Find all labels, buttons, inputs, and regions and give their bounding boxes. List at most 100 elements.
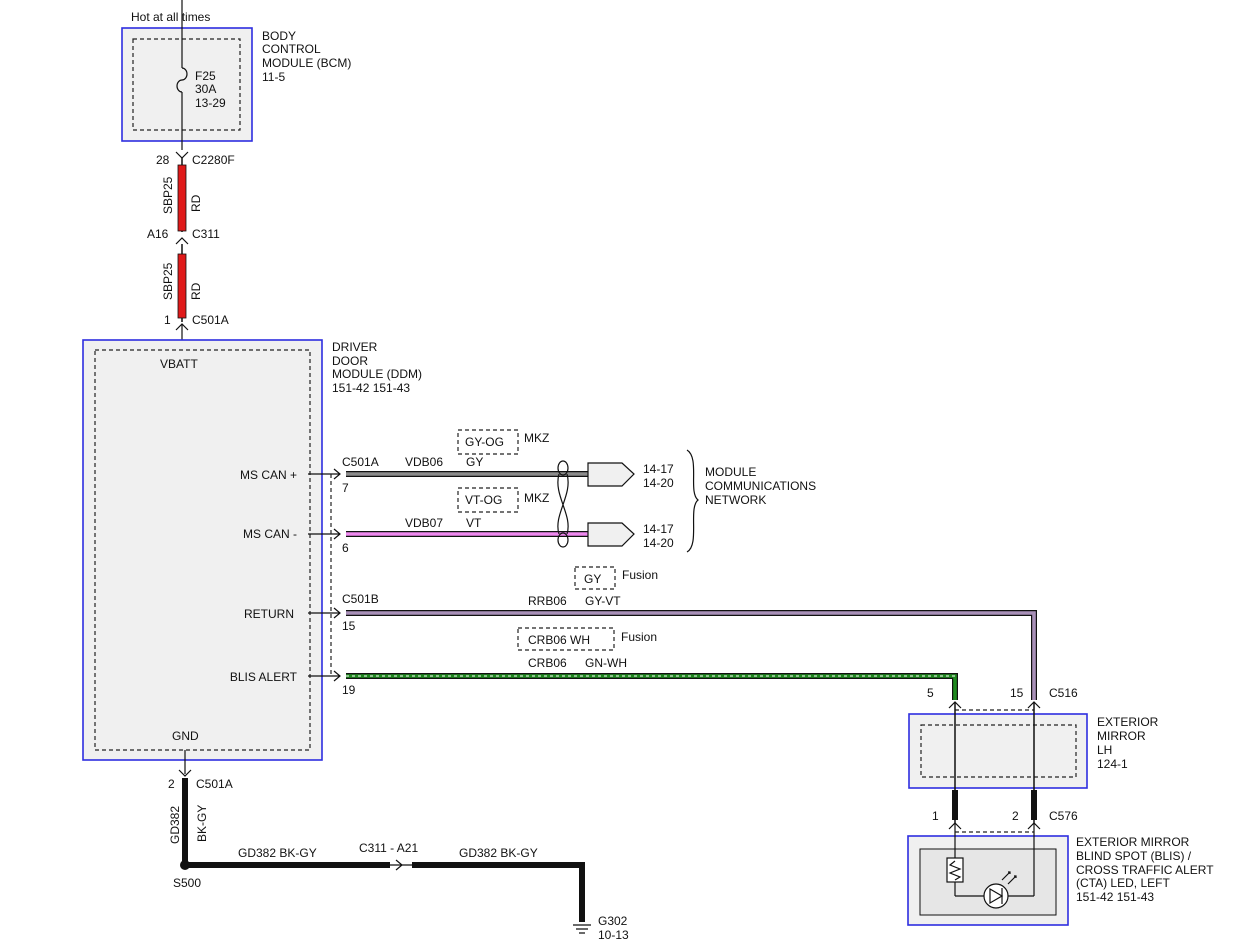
bcm-name-line-1: BODY bbox=[262, 29, 296, 43]
blis-led-resistor-zigzag bbox=[948, 860, 962, 881]
network-name-line-1: MODULE bbox=[705, 465, 756, 479]
return-connector-symbol bbox=[333, 607, 341, 619]
c311-connector-symbol bbox=[175, 237, 189, 245]
ddm-pin-return: RETURN bbox=[244, 607, 294, 621]
ddm-module-box bbox=[82, 339, 323, 761]
c576-name: C576 bbox=[1049, 809, 1078, 823]
blis-led-name-line-5: 151-42 151-43 bbox=[1076, 890, 1154, 904]
gd382-vertical-circuit: GD382 bbox=[168, 806, 182, 844]
sbp25-upper-color: RD bbox=[189, 194, 203, 212]
blis-alert-connector-symbol bbox=[333, 670, 341, 682]
c576-pin-2: 2 bbox=[1012, 809, 1019, 823]
ms-can-minus-network-arrow bbox=[587, 522, 635, 547]
g302-ref: 10-13 bbox=[598, 928, 629, 942]
bcm-name-line-2: CONTROL bbox=[262, 42, 321, 56]
c501a-top-pin: 1 bbox=[164, 313, 171, 327]
return-color: GY-VT bbox=[585, 594, 621, 608]
c2280f-connector-symbol bbox=[175, 151, 189, 159]
sbp25-lower-color: RD bbox=[189, 282, 203, 300]
blis-alert-color: GN-WH bbox=[585, 656, 627, 670]
network-brace bbox=[686, 449, 699, 553]
network-ref-plus-1: 14-17 bbox=[643, 462, 674, 476]
c311-a21-name: C311 - A21 bbox=[359, 841, 418, 855]
fuse-f25-rating: 30A bbox=[195, 82, 216, 96]
hot-at-all-times-label: Hot at all times bbox=[131, 10, 210, 24]
bcm-module-box bbox=[121, 27, 253, 142]
return-alt-model: Fusion bbox=[622, 568, 658, 582]
s500-name: S500 bbox=[173, 876, 201, 890]
ms-can-minus-connector-symbol bbox=[333, 528, 341, 540]
return-circuit: RRB06 bbox=[528, 594, 567, 608]
ddm-pin-ms-can-minus: MS CAN - bbox=[243, 527, 297, 541]
network-ref-minus-1: 14-17 bbox=[643, 522, 674, 536]
c501a-gnd-pin: 2 bbox=[168, 777, 175, 791]
gd382-horizontal-a-label: GD382 BK-GY bbox=[238, 846, 317, 860]
bcm-dashed-outline bbox=[132, 38, 241, 131]
blis-alert-pin: 19 bbox=[342, 683, 356, 697]
ms-can-minus-circuit: VDB07 bbox=[405, 516, 443, 530]
c516-pin-5: 5 bbox=[927, 686, 934, 700]
mirror-name-line-4: 124-1 bbox=[1097, 757, 1128, 771]
ms-can-minus-color: VT bbox=[466, 516, 482, 530]
mirror-pin15-wire-segment bbox=[1031, 790, 1037, 820]
ddm-pin-vbatt: VBATT bbox=[160, 357, 198, 371]
exterior-mirror-box bbox=[908, 713, 1088, 789]
ddm-pin-ms-can-plus: MS CAN + bbox=[240, 468, 297, 482]
network-ref-minus-2: 14-20 bbox=[643, 536, 674, 550]
c516-name: C516 bbox=[1049, 686, 1078, 700]
c516-pin-15: 15 bbox=[1010, 686, 1024, 700]
ddm-name-line-3: MODULE (DDM) bbox=[332, 367, 422, 381]
fuse-f25-symbol bbox=[176, 67, 188, 93]
c576-pin1-connector-symbol bbox=[948, 822, 962, 830]
ms-can-plus-alt-color: GY-OG bbox=[465, 435, 504, 449]
network-ref-plus-2: 14-20 bbox=[643, 476, 674, 490]
ms-can-plus-circuit: VDB06 bbox=[405, 455, 443, 469]
c501a-gnd-name: C501A bbox=[196, 777, 233, 791]
ms-can-plus-alt-model: MKZ bbox=[524, 431, 549, 445]
return-wire bbox=[346, 611, 1036, 700]
led-emission-arrows-icon bbox=[1001, 871, 1017, 885]
fuse-f25-ref: 13-29 bbox=[195, 96, 226, 110]
blis-led-name-line-3: CROSS TRAFFIC ALERT bbox=[1076, 863, 1214, 877]
c501a-gnd-connector-symbol bbox=[178, 769, 192, 777]
blis-led-name-line-2: BLIND SPOT (BLIS) / bbox=[1076, 849, 1192, 863]
c501a-ms-name: C501A bbox=[342, 455, 379, 469]
mirror-name-line-1: EXTERIOR bbox=[1097, 715, 1159, 729]
sbp25-upper-wire bbox=[177, 164, 187, 232]
twisted-pair-bottom-loop bbox=[557, 532, 569, 548]
ms-can-plus-alt-box bbox=[457, 429, 519, 455]
ms-can-plus-network-arrow bbox=[587, 462, 635, 487]
blis-alert-alt-label: CRB06 WH bbox=[528, 633, 590, 647]
mirror-pin5-wire-segment bbox=[952, 790, 958, 820]
c311-name: C311 bbox=[192, 227, 220, 241]
gd382-horizontal-b-label: GD382 BK-GY bbox=[459, 846, 538, 860]
ms-can-minus-alt-color: VT-OG bbox=[465, 493, 502, 507]
c2280f-name: C2280F bbox=[192, 153, 235, 167]
blis-alert-alt-box bbox=[517, 627, 615, 651]
blis-alert-wire bbox=[346, 674, 957, 700]
mirror-name-line-3: LH bbox=[1097, 743, 1112, 757]
ms-can-plus-connector-symbol bbox=[333, 468, 341, 480]
sbp25-lower-wire bbox=[177, 253, 187, 319]
c501b-name: C501B bbox=[342, 592, 379, 606]
network-name-line-2: COMMUNICATIONS bbox=[705, 479, 816, 493]
gd382-horizontal-wire-b bbox=[412, 862, 585, 922]
fuse-f25-label: F25 bbox=[195, 69, 216, 83]
gd382-vertical-color: BK-GY bbox=[195, 805, 209, 842]
ddm-pin-gnd: GND bbox=[172, 729, 199, 743]
g302-ground-icon bbox=[573, 924, 591, 934]
c576-pin-1: 1 bbox=[932, 809, 939, 823]
return-alt-color: GY bbox=[584, 572, 601, 586]
c311-pin: A16 bbox=[147, 227, 169, 241]
ms-can-plus-color: GY bbox=[466, 455, 483, 469]
sbp25-lower-circuit: SBP25 bbox=[161, 262, 175, 300]
c501a-top-name: C501A bbox=[192, 313, 229, 327]
bcm-name-line-3: MODULE (BCM) bbox=[262, 56, 351, 70]
ddm-pin-blis-alert: BLIS ALERT bbox=[230, 670, 298, 684]
blis-alert-alt-model: Fusion bbox=[621, 630, 657, 644]
ddm-dashed-outline bbox=[94, 349, 311, 751]
c576-pin2-connector-symbol bbox=[1027, 822, 1041, 830]
twisted-pair-symbol bbox=[557, 473, 569, 535]
sbp25-upper-circuit: SBP25 bbox=[161, 176, 175, 214]
